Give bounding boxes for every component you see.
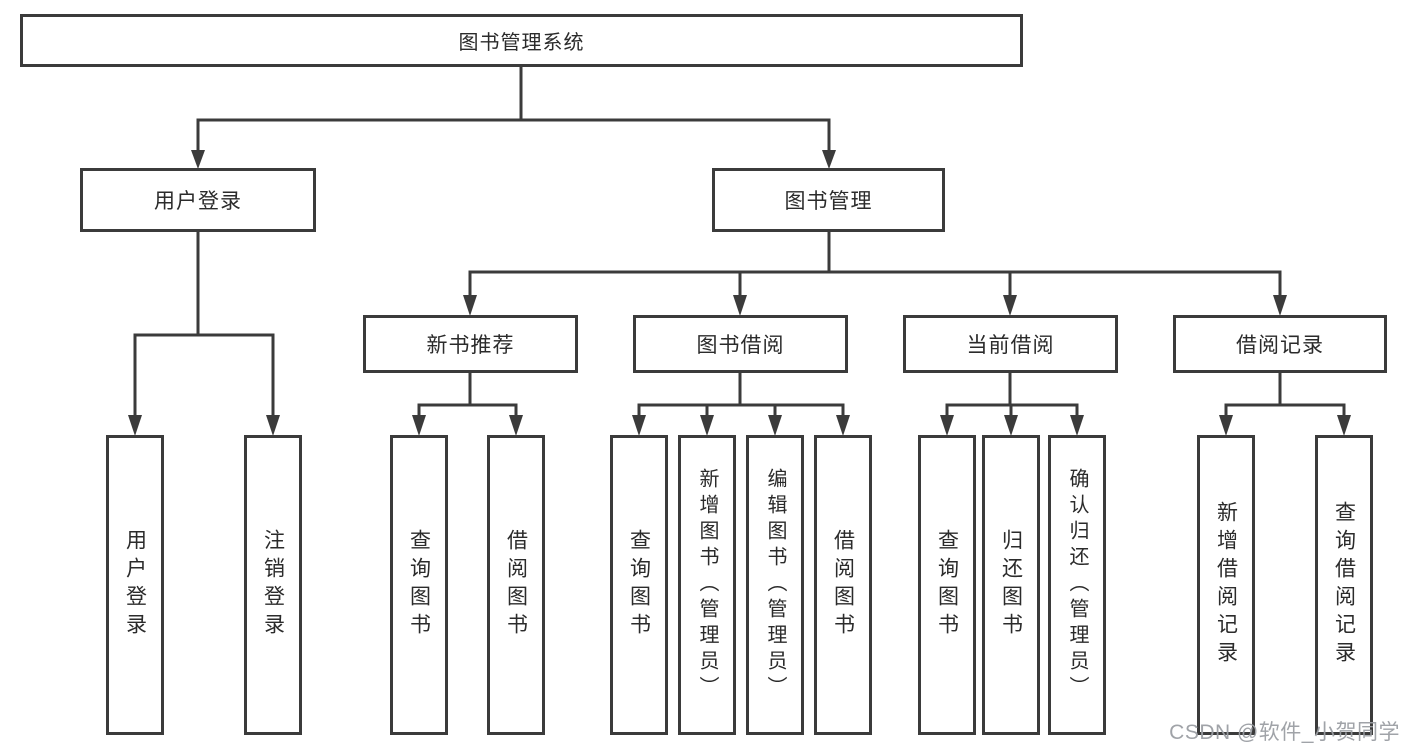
node-book-management-label: 图书管理 — [784, 190, 873, 213]
leaf-add-book-admin-label: 新增图书（管理员） — [696, 468, 718, 702]
node-borrowing-records-label: 借阅记录 — [1236, 334, 1324, 357]
leaf-borrow-books-borrowing: 借阅图书 — [814, 435, 872, 735]
node-current-borrowing-label: 当前借阅 — [966, 334, 1055, 357]
leaf-confirm-return-admin-label: 确认归还（管理员） — [1066, 468, 1088, 702]
leaf-logout: 注销登录 — [244, 435, 302, 735]
leaf-return-books-label: 归还图书 — [999, 529, 1023, 641]
leaf-query-borrow-record: 查询借阅记录 — [1315, 435, 1373, 735]
node-new-book-recommendation: 新书推荐 — [363, 315, 578, 373]
node-system-root-label: 图书管理系统 — [458, 32, 585, 54]
leaf-add-borrow-record-label: 新增借阅记录 — [1214, 501, 1238, 669]
watermark: CSDN @软件_小贺同学 — [1169, 721, 1400, 744]
node-borrowing-records: 借阅记录 — [1173, 315, 1387, 373]
node-book-management: 图书管理 — [712, 168, 945, 232]
leaf-query-books-current: 查询图书 — [918, 435, 976, 735]
node-current-borrowing: 当前借阅 — [903, 315, 1118, 373]
leaf-add-book-admin: 新增图书（管理员） — [678, 435, 736, 735]
leaf-borrow-books-borrowing-label: 借阅图书 — [831, 529, 855, 641]
leaf-user-login-label: 用户登录 — [123, 529, 147, 641]
leaf-user-login: 用户登录 — [106, 435, 164, 735]
leaf-query-borrow-record-label: 查询借阅记录 — [1332, 501, 1356, 669]
leaf-query-books-current-label: 查询图书 — [935, 529, 959, 641]
leaf-edit-book-admin: 编辑图书（管理员） — [746, 435, 804, 735]
leaf-borrow-books-recommend-label: 借阅图书 — [504, 529, 528, 641]
leaf-query-books-recommend-label: 查询图书 — [407, 529, 431, 641]
node-user-login: 用户登录 — [80, 168, 316, 232]
node-new-book-recommendation-label: 新书推荐 — [426, 334, 515, 357]
leaf-borrow-books-recommend: 借阅图书 — [487, 435, 545, 735]
node-book-borrowing-label: 图书借阅 — [696, 334, 785, 357]
leaf-edit-book-admin-label: 编辑图书（管理员） — [764, 468, 786, 702]
leaf-return-books: 归还图书 — [982, 435, 1040, 735]
leaf-add-borrow-record: 新增借阅记录 — [1197, 435, 1255, 735]
node-user-login-label: 用户登录 — [154, 190, 242, 213]
node-system-root: 图书管理系统 — [20, 14, 1023, 67]
leaf-query-books-recommend: 查询图书 — [390, 435, 448, 735]
leaf-confirm-return-admin: 确认归还（管理员） — [1048, 435, 1106, 735]
leaf-query-books-borrowing: 查询图书 — [610, 435, 668, 735]
leaf-query-books-borrowing-label: 查询图书 — [627, 529, 651, 641]
leaf-logout-label: 注销登录 — [261, 529, 285, 641]
node-book-borrowing: 图书借阅 — [633, 315, 848, 373]
